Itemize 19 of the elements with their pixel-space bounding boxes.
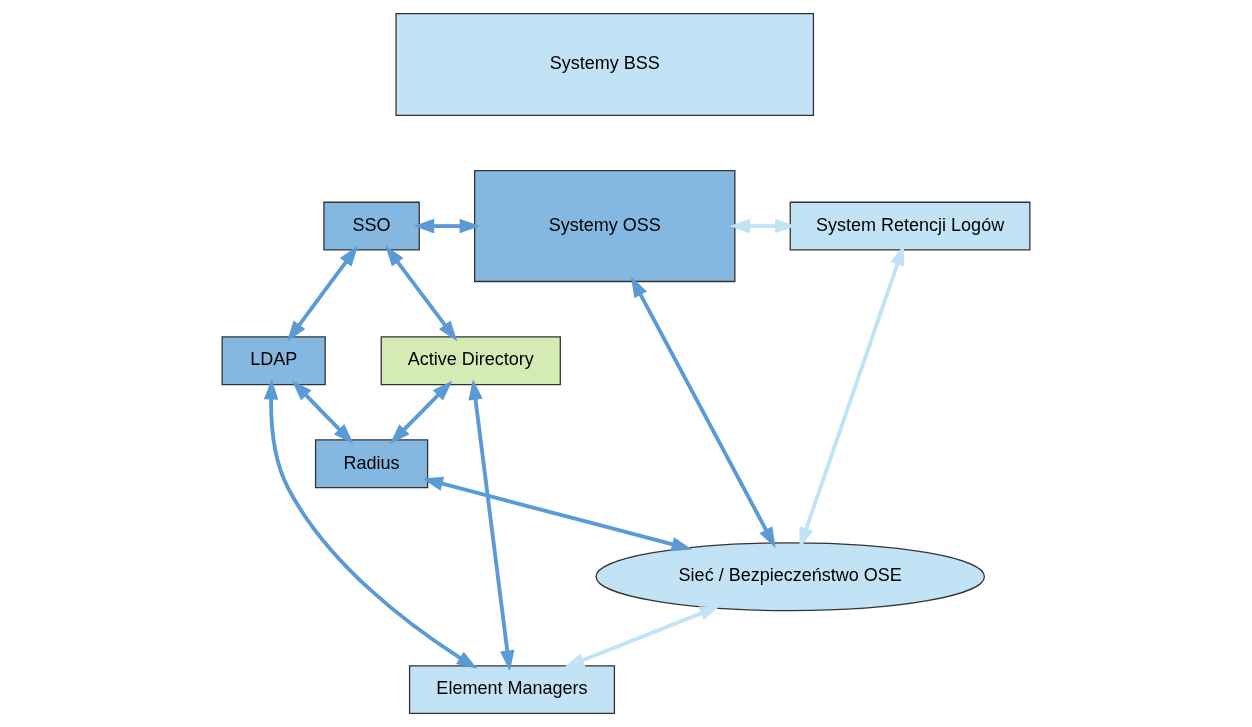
node-box: Radius bbox=[314, 439, 429, 489]
arrow bbox=[630, 276, 776, 548]
node-box: Element Managers bbox=[408, 665, 616, 715]
node-box: Systemy OSS bbox=[474, 170, 736, 283]
arrow bbox=[385, 245, 458, 342]
node-box: SSO bbox=[323, 201, 420, 251]
node-box: Systemy BSS bbox=[395, 12, 815, 116]
arrow bbox=[291, 380, 354, 444]
arrow bbox=[287, 245, 358, 342]
arrow bbox=[563, 605, 721, 668]
node-box: System Retencji Logów bbox=[789, 201, 1031, 251]
arrow bbox=[413, 218, 481, 234]
node-box: Active Directory bbox=[380, 336, 561, 386]
arrow bbox=[422, 476, 693, 552]
arrow bbox=[468, 379, 515, 672]
arrow bbox=[389, 380, 453, 444]
node-box: LDAP bbox=[221, 336, 326, 386]
arrow bbox=[263, 378, 478, 669]
node-ellipse: Sieć / Bezpieczeństwo OSE bbox=[595, 542, 986, 612]
